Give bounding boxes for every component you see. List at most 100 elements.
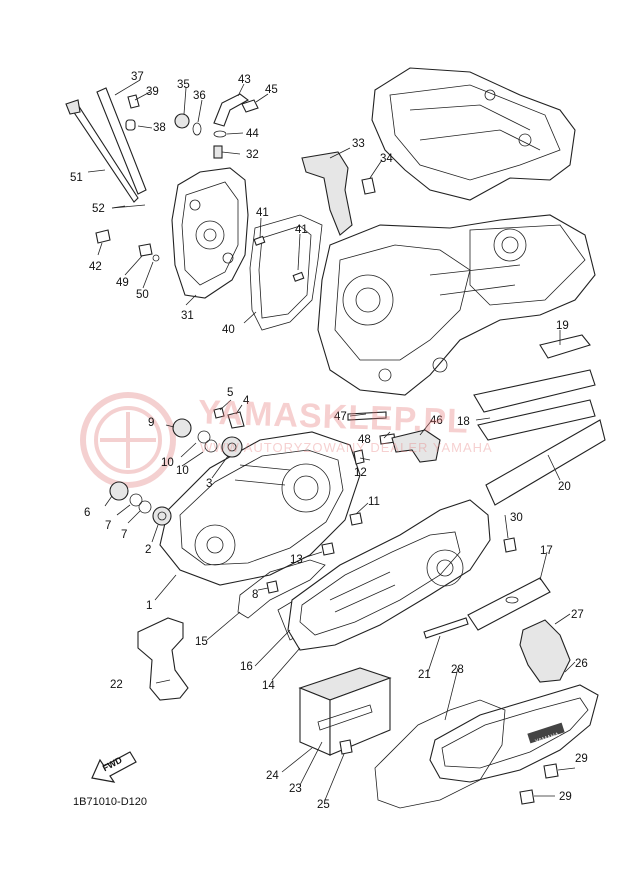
callout-42: 42 <box>89 261 102 273</box>
bearing-3 <box>221 436 243 458</box>
leader-lines <box>87 79 576 801</box>
callout-8: 8 <box>252 589 258 601</box>
callout-12: 12 <box>354 467 367 479</box>
callout-38: 38 <box>153 122 166 134</box>
guide-tube-37 <box>96 87 147 195</box>
outer-cover-14 <box>287 499 491 651</box>
air-filter-24-body <box>299 687 331 756</box>
callout-51: 51 <box>70 172 83 184</box>
side-cover-26-badge <box>527 722 565 744</box>
bolt-12 <box>353 449 365 465</box>
watermark-emblem <box>80 392 176 488</box>
callout-47: 47 <box>334 411 347 423</box>
bolt-42 <box>95 229 111 244</box>
bearing-3-inner <box>227 442 237 452</box>
duct-27 <box>519 619 571 683</box>
callout-22: 22 <box>110 679 123 691</box>
oring-36 <box>192 122 202 136</box>
bracket-4 <box>227 411 245 429</box>
bolt-13 <box>321 542 335 556</box>
bolt-34 <box>361 177 376 195</box>
plug-35 <box>174 113 190 129</box>
watermark-tagline: WWW AUTORYZOWANY DEALER YAMAHA <box>200 440 493 455</box>
callout-21: 21 <box>418 669 431 681</box>
cover-28 <box>374 699 506 809</box>
crankcase-cover-31 <box>171 167 249 299</box>
callout-9: 9 <box>148 417 154 429</box>
callout-39: 39 <box>146 86 159 98</box>
callout-49: 49 <box>116 277 129 289</box>
bearing-2-inner <box>157 511 167 521</box>
callout-25: 25 <box>317 799 330 811</box>
side-cover-26: YAMAHA <box>429 684 599 783</box>
callout-24: 24 <box>266 770 279 782</box>
callout-2: 2 <box>145 544 151 556</box>
oring-7b <box>138 500 152 514</box>
callout-10a: 10 <box>161 457 174 469</box>
callout-43: 43 <box>238 74 251 86</box>
callout-7a: 7 <box>105 520 111 532</box>
callout-26: 26 <box>575 658 588 670</box>
callout-20: 20 <box>558 481 571 493</box>
callout-30: 30 <box>510 512 523 524</box>
callout-29a: 29 <box>575 753 588 765</box>
callout-5: 5 <box>227 387 233 399</box>
callout-36: 36 <box>193 90 206 102</box>
oring-38 <box>125 119 136 131</box>
strip-21 <box>423 617 469 639</box>
dowel-pin-41a <box>253 235 266 246</box>
gasket-40-inner <box>258 225 312 319</box>
bracket-46 <box>391 429 441 463</box>
callout-29b: 29 <box>559 791 572 803</box>
bracket-33 <box>301 151 353 236</box>
callout-7b: 7 <box>121 529 127 541</box>
callout-19: 19 <box>556 320 569 332</box>
callout-18: 18 <box>457 416 470 428</box>
callout-50: 50 <box>136 289 149 301</box>
callout-41b: 41 <box>295 224 308 236</box>
callout-labels: 1 2 3 4 5 6 7 7 8 9 10 10 11 12 13 14 15… <box>70 71 588 811</box>
callout-52: 52 <box>92 203 105 215</box>
callout-33: 33 <box>352 138 365 150</box>
oring-10b <box>204 439 218 453</box>
callout-10b: 10 <box>176 465 189 477</box>
bolt-30 <box>503 537 517 553</box>
nipple-32 <box>213 145 223 159</box>
bolt-49 <box>138 243 153 257</box>
callout-34: 34 <box>380 153 393 165</box>
bearing-2 <box>152 506 172 526</box>
clamp-44 <box>213 130 227 138</box>
callout-28: 28 <box>451 664 464 676</box>
callout-46: 46 <box>430 415 443 427</box>
gasket-15 <box>237 559 326 619</box>
callout-13: 13 <box>290 554 303 566</box>
oring-7a <box>129 493 143 507</box>
callout-40: 40 <box>222 324 235 336</box>
insulator-18 <box>473 369 596 413</box>
oring-10a <box>197 430 211 444</box>
callout-16: 16 <box>240 661 253 673</box>
screw-5 <box>213 407 225 419</box>
clip-45 <box>241 99 259 113</box>
callout-14: 14 <box>262 680 275 692</box>
bolt-29b <box>519 789 535 805</box>
screw-25 <box>339 739 353 755</box>
callout-17: 17 <box>540 545 553 557</box>
seal-9 <box>172 418 192 438</box>
plate-17-hole <box>505 596 519 604</box>
callout-31: 31 <box>181 310 194 322</box>
fwd-arrow-icon <box>91 751 137 783</box>
bolt-29a <box>543 763 559 779</box>
breather-hose-43 <box>213 93 250 127</box>
callout-41a: 41 <box>256 207 269 219</box>
bolt-39 <box>127 94 140 109</box>
callout-32: 32 <box>246 149 259 161</box>
insulator-18b <box>477 399 596 441</box>
callout-15: 15 <box>195 636 208 648</box>
diagram-code: 1B71010-D120 <box>73 796 148 808</box>
plate-22 <box>137 617 189 701</box>
crankcase-block <box>317 214 596 396</box>
dipstick-head <box>65 99 81 115</box>
seal-6 <box>109 481 129 501</box>
